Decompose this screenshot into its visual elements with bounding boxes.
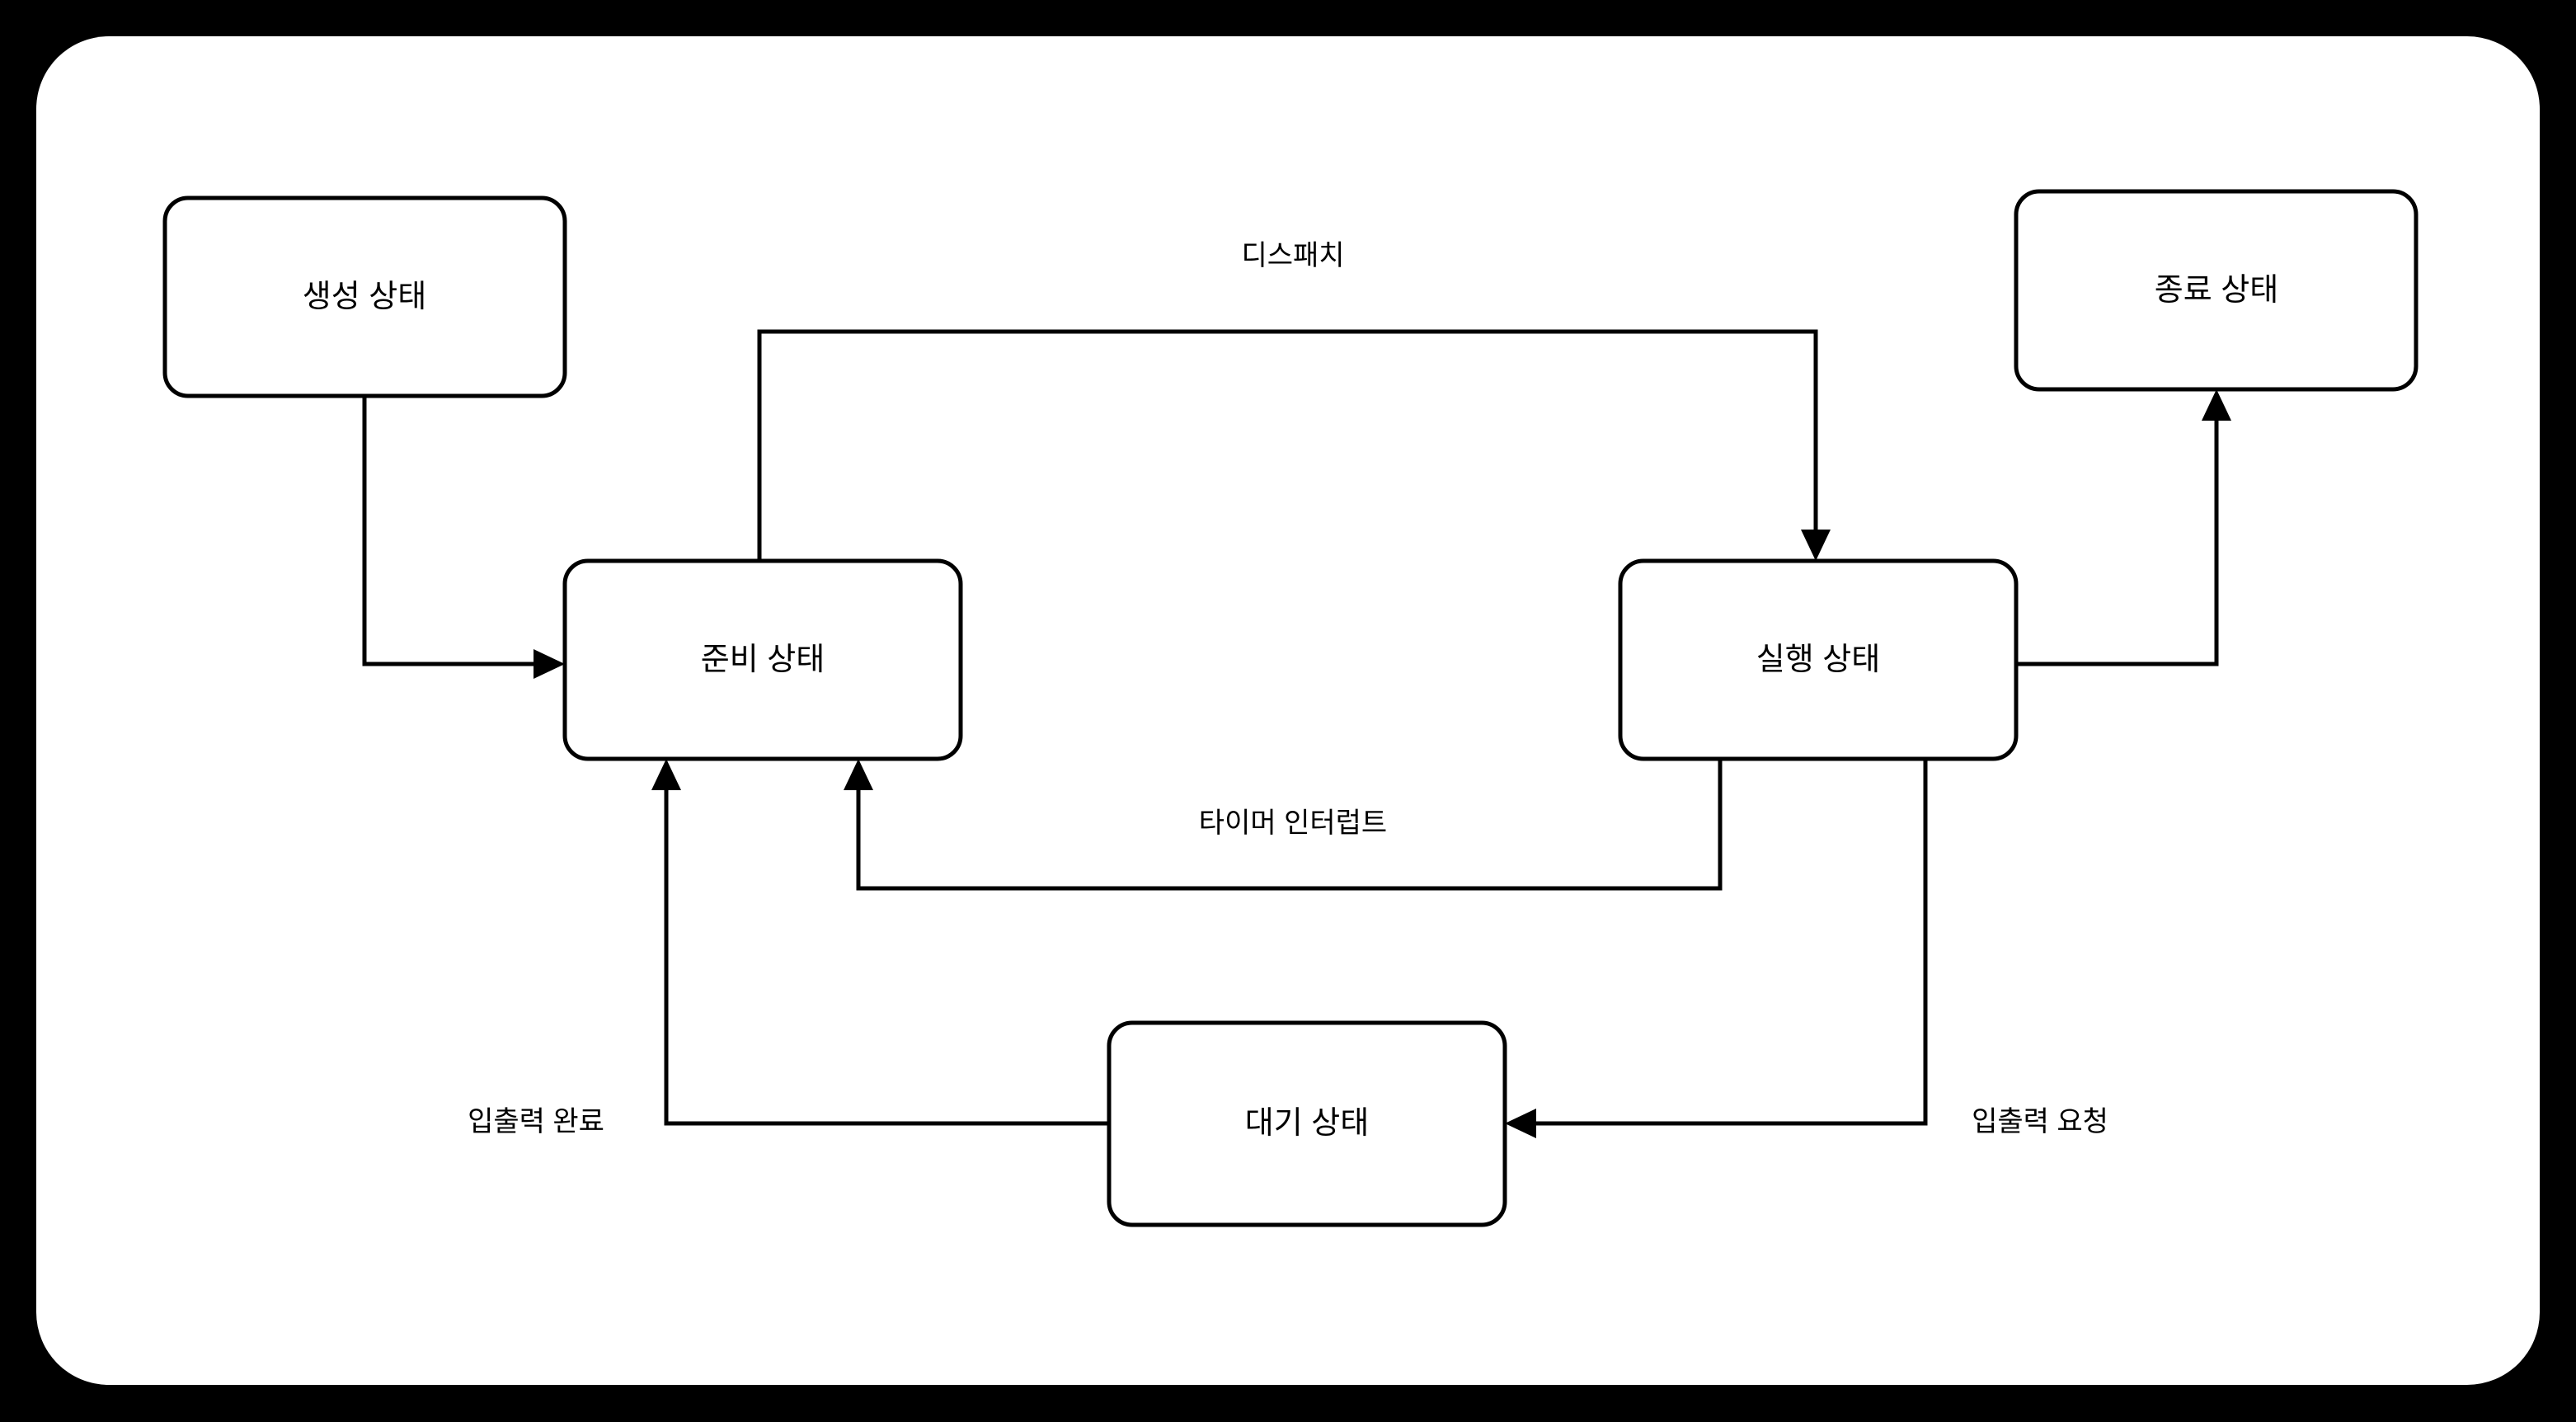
- node-waiting-label: 대기 상태: [1245, 1106, 1369, 1141]
- edge-waiting-to-ready: 입출력 완료: [468, 759, 1109, 1137]
- edge-running-to-ready-arrowhead: [844, 759, 873, 790]
- edge-running-to-terminated-arrowhead: [2202, 389, 2231, 421]
- node-running-label: 실행 상태: [1756, 643, 1880, 677]
- edge-ready-to-running: 디스패치: [757, 240, 1831, 561]
- node-terminated[interactable]: 종료 상태: [2014, 189, 2419, 392]
- edge-label-dispatch: 디스패치: [1241, 240, 1344, 271]
- node-ready[interactable]: 준비 상태: [562, 558, 963, 761]
- node-terminated-label: 종료 상태: [2155, 273, 2278, 308]
- edge-label-io-request: 입출력 요청: [1972, 1106, 2108, 1137]
- node-ready-shape[interactable]: [562, 558, 963, 761]
- node-new[interactable]: 생성 상태: [162, 195, 567, 398]
- node-waiting-shape[interactable]: [1107, 1020, 1507, 1227]
- node-ready-label: 준비 상태: [701, 643, 825, 677]
- edge-new-to-ready: [362, 396, 565, 679]
- edge-running-to-waiting: 입출력 요청: [1505, 759, 2108, 1138]
- node-new-label: 생성 상태: [303, 280, 426, 314]
- edge-running-to-waiting-arrowhead: [1505, 1109, 1536, 1138]
- edge-new-to-ready-arrowhead: [534, 649, 565, 679]
- node-terminated-shape[interactable]: [2014, 189, 2419, 392]
- node-new-shape[interactable]: [162, 195, 567, 398]
- edge-running-to-terminated-line: [2016, 414, 2219, 666]
- edge-waiting-to-ready-line: [664, 784, 1109, 1126]
- edge-label-timer-interrupt: 타이머 인터럽트: [1199, 808, 1387, 839]
- edge-running-to-waiting-line: [1530, 759, 1928, 1126]
- node-waiting[interactable]: 대기 상태: [1107, 1020, 1507, 1227]
- edge-running-to-ready: 타이머 인터럽트: [844, 759, 1723, 891]
- edge-label-io-complete: 입출력 완료: [468, 1106, 604, 1137]
- edge-new-to-ready-line: [362, 396, 540, 666]
- edge-ready-to-running-arrowhead: [1801, 530, 1831, 561]
- edge-running-to-ready-line: [856, 759, 1723, 891]
- node-running[interactable]: 실행 상태: [1618, 558, 2019, 761]
- edge-running-to-terminated: [2016, 389, 2231, 666]
- edge-waiting-to-ready-arrowhead: [651, 759, 681, 790]
- edge-ready-to-running-line: [757, 329, 1818, 561]
- node-running-shape[interactable]: [1618, 558, 2019, 761]
